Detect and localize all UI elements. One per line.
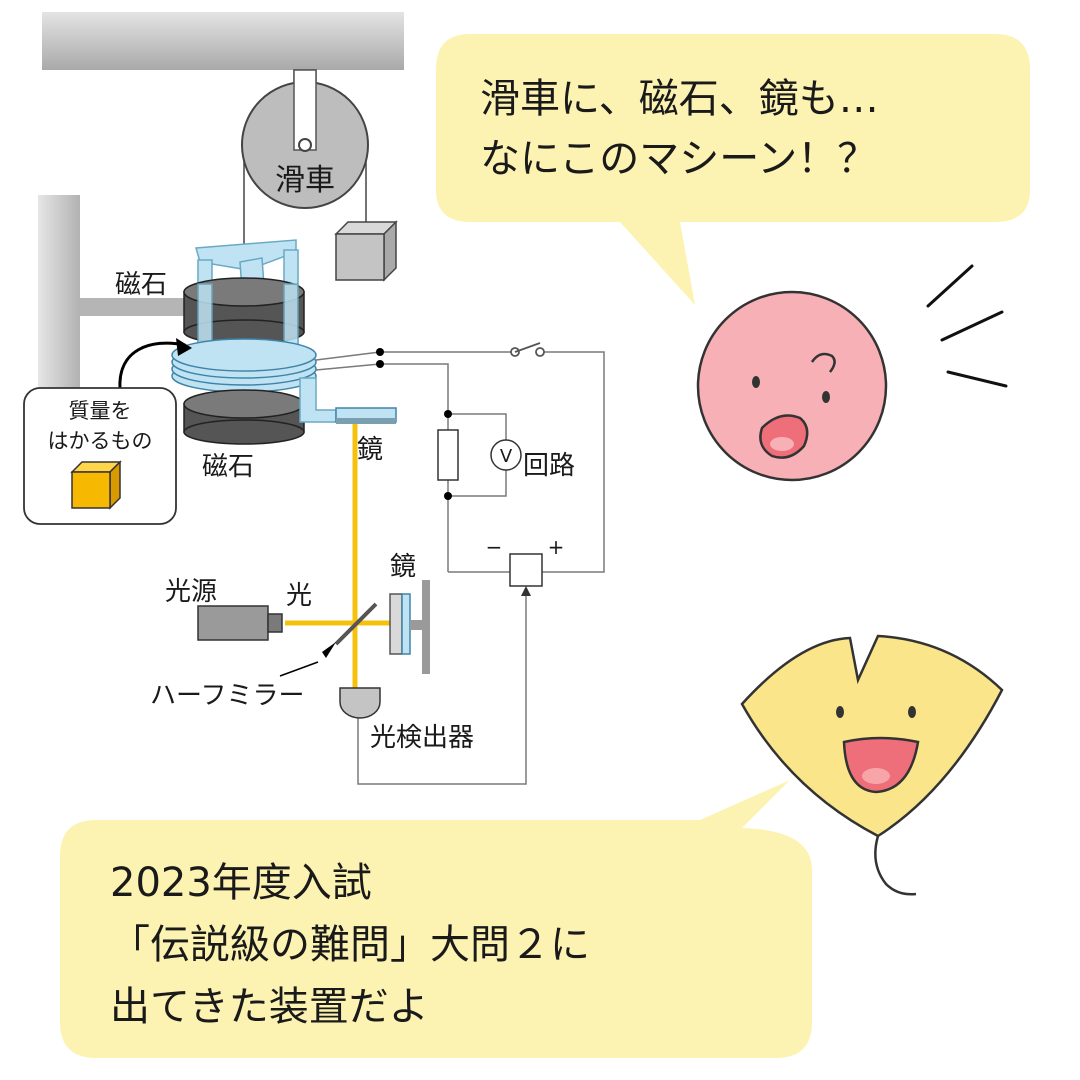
light-beams <box>285 424 390 690</box>
ceiling <box>42 12 404 70</box>
counterweight <box>334 220 398 282</box>
bubble-top-line1: 滑車に、磁石、鏡も… <box>480 76 879 122</box>
minus-sign: − <box>486 535 503 559</box>
half-mirror-label: ハーフミラー <box>150 681 304 711</box>
voltmeter <box>490 439 522 471</box>
light-source-label: 光源 <box>165 577 217 607</box>
exclamation-lines <box>926 264 1008 388</box>
bubble-bottom-line1: 2023年度入試 <box>110 860 372 906</box>
mirror-right <box>389 580 430 674</box>
light-source <box>197 605 283 641</box>
ginkgo-character <box>740 634 1004 896</box>
resistor <box>437 429 459 481</box>
pulley-label: 滑車 <box>275 163 335 198</box>
weigh-box <box>23 387 177 525</box>
speech-bubble-bottom <box>60 780 812 1058</box>
magnet-bottom <box>183 389 305 445</box>
plus-sign: + <box>548 535 565 559</box>
mirror-right-label: 鏡 <box>390 552 416 582</box>
circuit-label: 回路 <box>523 451 575 481</box>
load-arrow <box>118 341 186 389</box>
weigh-box-label-1: 質量を <box>69 399 132 423</box>
magnet-arm <box>80 298 185 316</box>
bubble-bottom-line2: 「伝説級の難問」大問２に <box>110 922 590 968</box>
amplifier-box <box>509 553 543 587</box>
bubble-top-line2: なにこのマシーン！？ <box>480 136 877 182</box>
weight-cube <box>70 460 122 510</box>
half-mirror <box>334 602 378 646</box>
switch[interactable] <box>510 342 545 357</box>
mirror-arm <box>299 377 337 423</box>
magnet-bottom-label: 磁石 <box>202 452 254 482</box>
weigh-box-label-2: はかるもの <box>48 429 153 453</box>
bubble-bottom-line3: 出てきた装置だよ <box>110 984 429 1030</box>
magnet-top-label: 磁石 <box>115 270 167 300</box>
photodetector <box>339 687 381 719</box>
mirror-top-label: 鏡 <box>357 435 383 465</box>
voltmeter-symbol: V <box>500 446 513 467</box>
pink-character <box>696 290 888 482</box>
speech-bubble-top <box>436 34 1030 305</box>
detector-label: 光検出器 <box>370 723 474 753</box>
light-label: 光 <box>286 581 312 611</box>
pulley-axle <box>298 138 312 152</box>
wall <box>38 195 80 400</box>
coil <box>171 338 317 393</box>
